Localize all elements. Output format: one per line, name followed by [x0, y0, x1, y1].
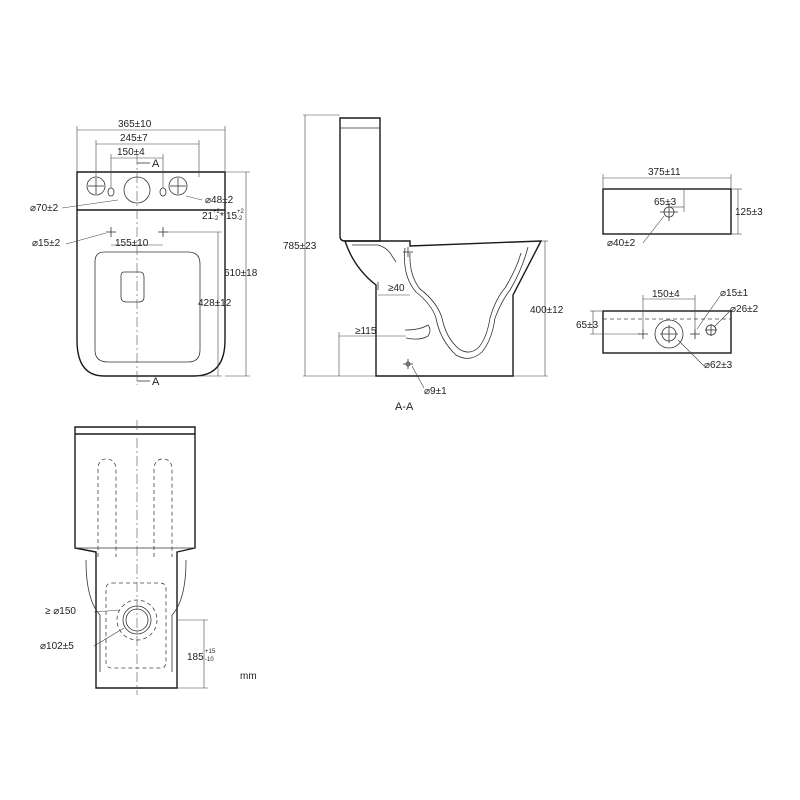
- dim-tank-top-spacing: 150±4: [652, 289, 680, 300]
- right-side-hole: [168, 176, 188, 196]
- svg-text:-10: -10: [205, 657, 214, 663]
- unit-label: mm: [240, 671, 257, 682]
- top-view-bowl-outlet: [120, 271, 145, 303]
- svg-text:-2: -2: [213, 216, 219, 222]
- dim-tank-top-mid-hole: ⌀26±2: [730, 304, 759, 315]
- dim-fix-hole: ⌀9±1: [424, 386, 447, 397]
- svg-text:185: 185: [187, 652, 204, 663]
- tank-front-view: 375±11 125±3 65±3 ⌀40±2: [602, 167, 763, 249]
- top-view: A A 365±10 245±7 150±4 ⌀70±2 ⌀48±2 21 +2…: [30, 119, 258, 388]
- right-small-hole: [159, 187, 167, 197]
- dim-outlet-inner: ⌀102±5: [40, 641, 74, 652]
- section-label: A-A: [395, 401, 414, 413]
- dim-hole-offset: 21 +2 -2 * 15 +2 -2: [202, 209, 245, 222]
- dim-total-height: 785±23: [283, 241, 317, 252]
- svg-text:+15: +15: [205, 649, 216, 655]
- dim-tank-top-depth: 65±3: [576, 320, 599, 331]
- section-bowl-outer: [344, 240, 543, 377]
- dim-tank-width: 375±11: [648, 167, 681, 178]
- section-marker-top: A: [152, 158, 160, 170]
- dim-tank-top-big-hole: ⌀62±3: [704, 360, 733, 371]
- dim-hole-spacing: 245±7: [120, 133, 148, 144]
- bottom-view: ≥ ⌀150 ⌀102±5 185 +15 -10: [40, 420, 216, 695]
- svg-text:21: 21: [202, 211, 214, 222]
- svg-text:+2: +2: [237, 209, 245, 215]
- dim-center-spacing: 150±4: [117, 147, 145, 158]
- top-view-outline: [76, 171, 226, 377]
- svg-text:-2: -2: [237, 216, 243, 222]
- dim-fix-hole-dia: ⌀15±2: [32, 238, 61, 249]
- section-view: 785±23 400±12 ≥40 ≥115 ⌀9±1 A-A: [283, 114, 564, 413]
- dim-overall-width: 365±10: [118, 119, 152, 130]
- dim-outlet-dia: ⌀70±2: [30, 203, 59, 214]
- dim-pan-height: 400±12: [530, 305, 564, 316]
- dim-tank-top-small-hole: ⌀15±1: [720, 288, 749, 299]
- dim-outlet-outer: ≥ ⌀150: [45, 606, 76, 617]
- dim-depth: 610±18: [224, 268, 258, 279]
- section-marker-bottom: A: [152, 376, 160, 388]
- bottom-view-outline: [74, 426, 196, 689]
- top-view-bowl: [94, 251, 201, 363]
- tank-top-view: 150±4 ⌀15±1 ⌀26±2 65±3 ⌀62±3: [576, 288, 759, 371]
- dim-tank-hole-dia: ⌀40±2: [607, 238, 636, 249]
- svg-text:+2: +2: [213, 209, 221, 215]
- left-small-hole: [107, 187, 115, 197]
- section-bowl-inner: [404, 246, 529, 359]
- dim-wall-min: ≥115: [355, 326, 377, 337]
- tank-top-outline: [602, 310, 732, 354]
- dim-fix-depth: 428±12: [198, 298, 232, 309]
- tank-front-outline: [602, 188, 732, 235]
- dim-outlet-height: 185 +15 -10: [187, 649, 216, 663]
- section-tank: [339, 117, 381, 242]
- dim-tank-depth: 125±3: [735, 207, 763, 218]
- dim-tank-hole-offset: 65±3: [654, 197, 677, 208]
- svg-text:*: *: [220, 211, 224, 222]
- dim-fix-spacing: 155±10: [115, 238, 149, 249]
- tank-top-big-hole: [654, 319, 684, 349]
- dim-side-hole-dia: ⌀48±2: [205, 195, 234, 206]
- svg-text:15: 15: [226, 211, 238, 222]
- dim-trap-min: ≥40: [388, 283, 405, 294]
- outlet-hole: [123, 176, 151, 204]
